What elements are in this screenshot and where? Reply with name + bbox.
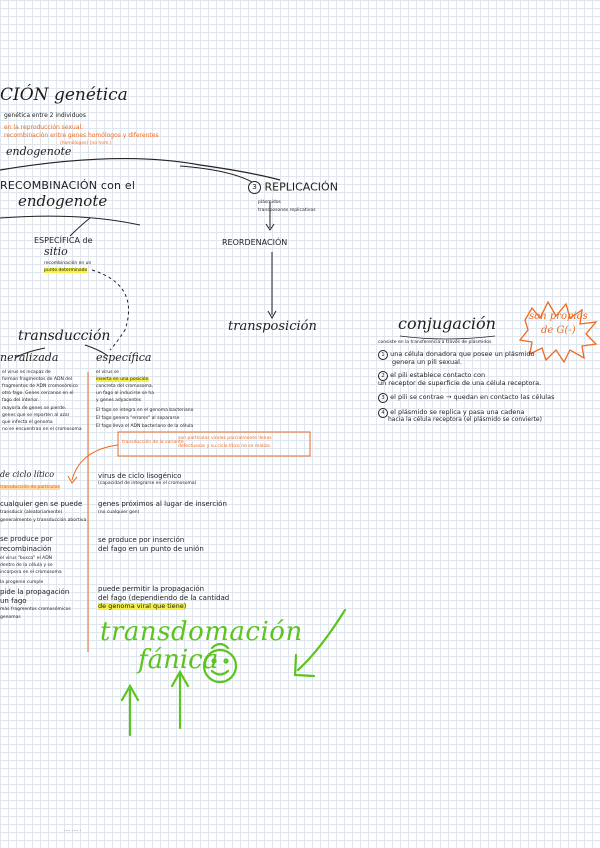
right-col-item: (capacidad de integrarse en el cromosoma… xyxy=(98,481,197,486)
right-step: El fago lleva el ADN bacteriano de la cé… xyxy=(96,424,194,429)
specific-heading-2: sitio xyxy=(44,245,68,258)
step-text: el pili se contrae → quedan en contacto … xyxy=(390,393,555,401)
left-note: no se encuentran en el cromosoma xyxy=(2,427,82,432)
right-col-item: virus de ciclo lisogénico xyxy=(98,472,182,480)
recombination-heading: RECOMBINACIÓN con el xyxy=(0,179,136,192)
replication-item: transposones replicativos xyxy=(258,208,316,213)
conjugation-step: 2 el pili establece contacto con xyxy=(378,371,485,381)
left-col-item: de ciclo lítico xyxy=(0,470,55,479)
replication-item: plásmidos xyxy=(258,200,281,205)
orange-note: en la reproducción sexual. xyxy=(4,124,84,131)
step-text: una célula donadora que posee un plásmid… xyxy=(390,350,535,358)
left-col-item: recombinación xyxy=(0,545,52,553)
left-note: fragmentos de ADN cromosómico xyxy=(2,384,78,389)
left-col-item: la progenie cumple xyxy=(0,580,44,585)
reorder-heading: REORDENACIÓN xyxy=(222,238,288,247)
left-col-item: más fragmentos cromosómicos xyxy=(0,607,71,612)
right-col-item: puede permitir la propagación xyxy=(98,585,205,593)
conjugation-intro: consiste en la transferencia a través de… xyxy=(378,340,492,345)
left-col-item: transducción de partículas xyxy=(0,485,60,491)
badge-line: de G(-) xyxy=(541,325,576,336)
right-note: y genes adyacentes xyxy=(96,398,142,403)
orange-box-right: defectuosas y su ciclo lítico no se real… xyxy=(178,444,270,449)
conjugation-step-cont: genera un pili sexual. xyxy=(392,358,462,366)
conjugation-step: 3 el pili se contrae → quedan en contact… xyxy=(378,393,554,403)
left-col-item: incorpora en el cromosoma xyxy=(0,570,62,575)
right-note: inserta en una posición xyxy=(96,377,149,383)
right-note: un fago al inducirse se ha xyxy=(96,391,155,396)
replication-heading: 3 REPLICACIÓN xyxy=(248,181,338,194)
orange-note: recombinación entre genes homólogos y di… xyxy=(4,132,159,139)
specific-note: recombinación en un xyxy=(44,261,92,266)
left-col-item: se produce por xyxy=(0,535,53,543)
left-note: que infecta el genoma xyxy=(2,420,53,425)
left-note: mayoría de genes se pierde. xyxy=(2,406,67,411)
footer-mark: ···· ···· · xyxy=(64,828,82,834)
left-note: genes que se reparten al azar xyxy=(2,413,70,418)
left-col-item: generalmente y transducción abortiva xyxy=(0,518,87,523)
green-title-line-1: transdomación xyxy=(100,617,303,647)
left-col-item: un fago xyxy=(0,597,27,605)
left-col-item: genomas xyxy=(0,615,21,620)
left-col-item: transducir (aleatoriamente) xyxy=(0,510,63,515)
right-note: el virus se xyxy=(96,370,119,375)
left-col-item: cualquier gen se puede xyxy=(0,500,83,508)
right-col-item: del fago (dependiendo de la cantidad xyxy=(98,594,230,602)
transposition-label: transposición xyxy=(228,319,317,334)
right-col-item: del fago en un punto de unión xyxy=(98,545,204,553)
replication-heading-text: REPLICACIÓN xyxy=(264,180,338,194)
page-title: CIÓN genética xyxy=(0,85,128,105)
left-note: fago del interior. xyxy=(2,398,40,403)
step-number: 3 xyxy=(248,181,261,194)
right-col-item: genes próximos al lugar de inserción xyxy=(98,500,227,508)
specific-heading: ESPECÍFICA de xyxy=(34,236,93,245)
specific-note-highlight: punto determinado xyxy=(44,268,88,274)
specific-transduction-heading: específica xyxy=(96,351,152,364)
orange-box-left: transducción de la variante xyxy=(122,440,184,445)
left-col-item: el virus "busca" el ADN xyxy=(0,556,53,561)
conjugation-step: 4 el plásmido se replica y pasa una cade… xyxy=(378,408,524,418)
subtitle: genética entre 2 individuos xyxy=(4,112,86,119)
right-step: El fago genera "errores" al separarse xyxy=(96,416,180,421)
right-col-item: se produce por inserción xyxy=(98,536,185,544)
conjugation-step-cont: un receptor de superficie de una célula … xyxy=(378,379,542,387)
green-title-line-2: fánica xyxy=(138,645,219,675)
step-number: 3 xyxy=(378,393,388,403)
step-number: 4 xyxy=(378,408,388,418)
right-col-item: de genoma viral que tiene) xyxy=(98,602,187,611)
conjugation-heading: conjugación xyxy=(398,314,496,333)
step-text: el pili establece contacto con xyxy=(390,371,486,379)
left-col-item: dentro de la célula y se xyxy=(0,563,53,568)
right-note: concreta del cromosoma. xyxy=(96,384,154,389)
left-note: otro fago. Genes cercanos en el xyxy=(2,391,74,396)
orange-note: (homólogos) (no hom.) xyxy=(60,141,112,146)
left-note: el virus es incapaz de xyxy=(2,370,51,375)
endogenote-label: endogenote xyxy=(6,145,72,158)
gram-negative-badge: son propios de G(-) xyxy=(519,301,597,351)
recombination-heading-2: endogenote xyxy=(18,192,108,210)
left-col-item: pide la propagación xyxy=(0,588,70,596)
conjugation-step: 1 una célula donadora que posee un plásm… xyxy=(378,350,534,360)
step-number: 1 xyxy=(378,350,388,360)
conjugation-step-cont: hacia la célula receptora (el plásmido s… xyxy=(388,416,542,423)
badge-line: son propios xyxy=(529,311,588,322)
orange-box-right: son partículas virales parcialmente llen… xyxy=(178,436,272,441)
step-text: el plásmido se replica y pasa una cadena xyxy=(390,408,525,416)
left-note: forman fragmentos de ADN del xyxy=(2,377,73,382)
right-col-item: (no cualquier gen) xyxy=(98,510,140,515)
right-step: El fago se integra en el genoma bacteria… xyxy=(96,408,194,413)
generalized-heading: neralizada xyxy=(0,351,59,364)
transduction-heading: transducción xyxy=(18,328,111,344)
